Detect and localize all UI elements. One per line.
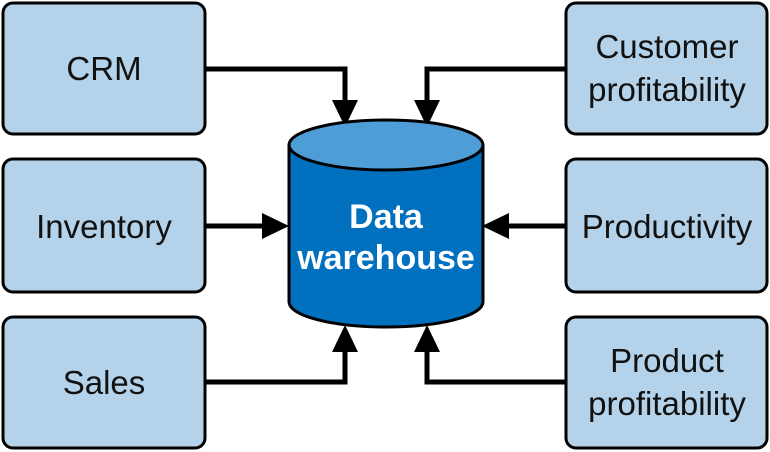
arrow-sales-to-warehouse: [205, 348, 348, 385]
node-product-profitability-label-line2: profitability: [588, 385, 746, 422]
arrowhead-productivity: [482, 213, 509, 239]
arrow-product-profitability-to-warehouse: [424, 348, 566, 385]
cylinder-body: [287, 143, 485, 329]
node-crm-label: CRM: [66, 50, 141, 87]
warehouse-label-line2: warehouse: [296, 239, 475, 277]
node-inventory: Inventory: [1, 157, 207, 294]
node-productivity: Productivity: [564, 157, 769, 294]
node-product-profitability: Product profitability: [564, 315, 769, 450]
arrowhead-sales: [332, 325, 358, 352]
arrow-crm-to-warehouse: [205, 66, 348, 104]
node-sales: Sales: [1, 315, 207, 450]
arrowhead-inventory: [262, 213, 289, 239]
arrowhead-customer-profitability: [414, 100, 440, 127]
node-inventory-label: Inventory: [36, 208, 172, 245]
node-customer-profitability-label-line1: Customer: [595, 28, 738, 65]
left-sources: CRM Inventory Sales: [1, 1, 207, 450]
arrowhead-crm: [332, 100, 358, 127]
node-crm: CRM: [1, 1, 207, 136]
arrowhead-product-profitability: [414, 325, 440, 352]
node-customer-profitability-label-line2: profitability: [588, 71, 746, 108]
node-customer-profitability: Customer profitability: [564, 1, 769, 136]
data-warehouse-cylinder: Data warehouse: [287, 118, 485, 329]
node-product-profitability-label-line1: Product: [610, 342, 724, 379]
node-productivity-label: Productivity: [582, 208, 753, 245]
node-sales-label: Sales: [63, 364, 146, 401]
warehouse-label-line1: Data: [349, 198, 424, 236]
cylinder-top: [287, 118, 485, 172]
connectors: [205, 66, 566, 385]
right-sources: Customer profitability Productivity Prod…: [564, 1, 769, 450]
arrow-customer-profitability-to-warehouse: [424, 66, 566, 104]
